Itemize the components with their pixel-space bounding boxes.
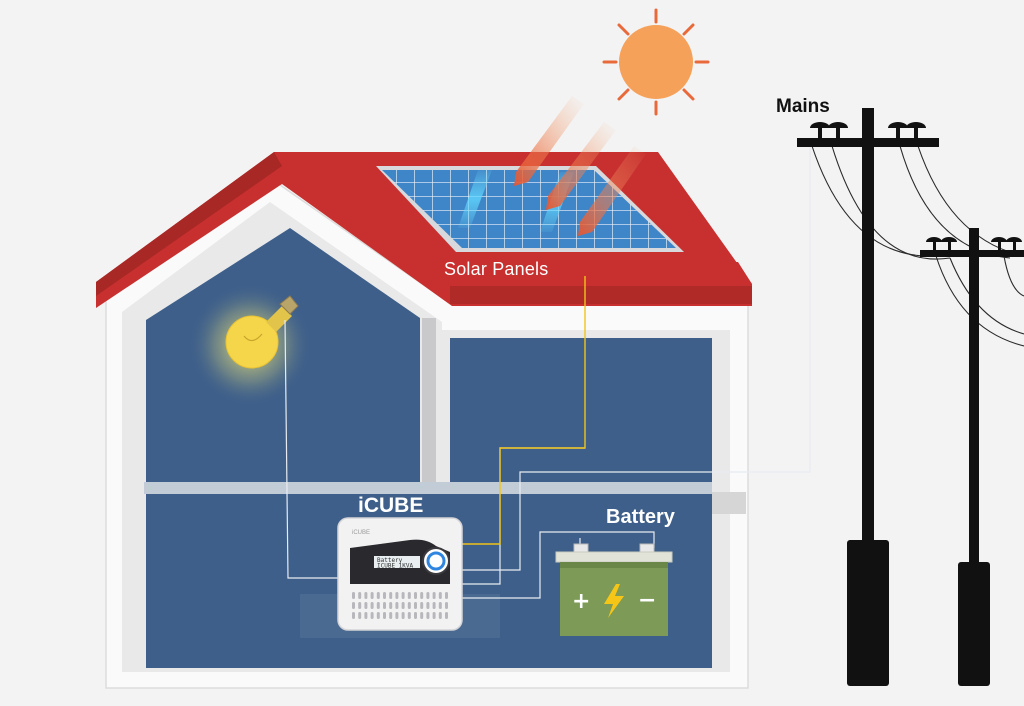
vent-slot — [352, 602, 355, 609]
vent-slot — [432, 592, 436, 599]
vent-slot — [364, 602, 368, 609]
solar-panel-icon — [382, 170, 676, 248]
battery-icon: + − — [555, 543, 673, 636]
battery-minus: − — [638, 588, 656, 613]
vent-slot — [395, 592, 399, 599]
vent-slot — [401, 592, 405, 599]
vent-slot — [438, 602, 442, 609]
vent-slot — [370, 592, 374, 599]
label-solar-panels: Solar Panels — [444, 259, 549, 279]
vent-slot — [407, 592, 411, 599]
vent-slot — [395, 612, 399, 619]
label-battery: Battery — [606, 506, 675, 528]
wire-battery-negative — [462, 531, 655, 599]
sun-rays — [514, 96, 646, 236]
display-line-1: Battery — [377, 557, 403, 564]
roof-fascia — [450, 286, 752, 304]
utility-pole-icon — [797, 108, 1024, 686]
vent-slot — [358, 612, 362, 619]
vent-slot — [358, 602, 362, 609]
roof — [96, 152, 752, 308]
bolt-icon — [604, 584, 624, 618]
room-upper-right — [450, 338, 712, 482]
vent-slot — [401, 612, 405, 619]
vent-slot — [426, 602, 430, 609]
vent-slot — [426, 612, 430, 619]
vent-slot — [438, 612, 442, 619]
vent-slot — [414, 612, 417, 619]
vent-slot — [432, 612, 436, 619]
vent-slot — [389, 602, 393, 609]
roof-edge — [96, 152, 282, 296]
vent-slot — [420, 602, 424, 609]
vent-slot — [370, 612, 374, 619]
vent-slot — [414, 602, 417, 609]
vent-slot — [364, 612, 368, 619]
vent-slot — [414, 592, 417, 599]
vent-slot — [376, 592, 380, 599]
power-cables — [811, 145, 1024, 347]
label-mains: Mains — [776, 96, 830, 117]
vent-slot — [352, 592, 355, 599]
vent-slot — [389, 592, 393, 599]
wall-divider — [422, 318, 436, 482]
vent-slot — [407, 602, 411, 609]
vent-slot — [370, 602, 374, 609]
device-brand: iCUBE — [352, 530, 370, 536]
vent-slot — [445, 612, 448, 619]
wire-bulb — [284, 319, 338, 579]
battery-plus: + — [572, 589, 590, 614]
vent-slot — [401, 602, 405, 609]
vent-slot — [389, 612, 393, 619]
vent-slot — [432, 602, 436, 609]
vent-slot — [445, 592, 448, 599]
inverter-icon: iCUBE Battery ICUBE 1KVA — [337, 517, 463, 631]
panel-reflection — [458, 170, 492, 228]
vent-slot — [420, 612, 424, 619]
vent-slot — [364, 592, 368, 599]
vent-slot — [358, 592, 362, 599]
floor-slab — [144, 482, 712, 494]
vent-slot — [352, 612, 355, 619]
label-icube: iCUBE — [358, 494, 424, 517]
vent-slot — [383, 612, 386, 619]
light-bulb-icon — [188, 283, 312, 407]
vent-slot — [420, 592, 424, 599]
vent-slot — [383, 592, 386, 599]
vent-slot — [376, 612, 380, 619]
vent-slot — [383, 602, 386, 609]
vent-slot — [438, 592, 442, 599]
vent-slot — [426, 592, 430, 599]
floor-slab-edge — [712, 492, 746, 514]
vent-slot — [407, 612, 411, 619]
vent-slot — [376, 602, 380, 609]
vent-slot — [395, 602, 399, 609]
power-button[interactable] — [426, 551, 446, 571]
sun-icon — [602, 8, 710, 116]
wire-mains — [462, 146, 811, 571]
wire-solar — [462, 276, 586, 545]
vent-slot — [445, 602, 448, 609]
display-line-2: ICUBE 1KVA — [377, 563, 414, 570]
